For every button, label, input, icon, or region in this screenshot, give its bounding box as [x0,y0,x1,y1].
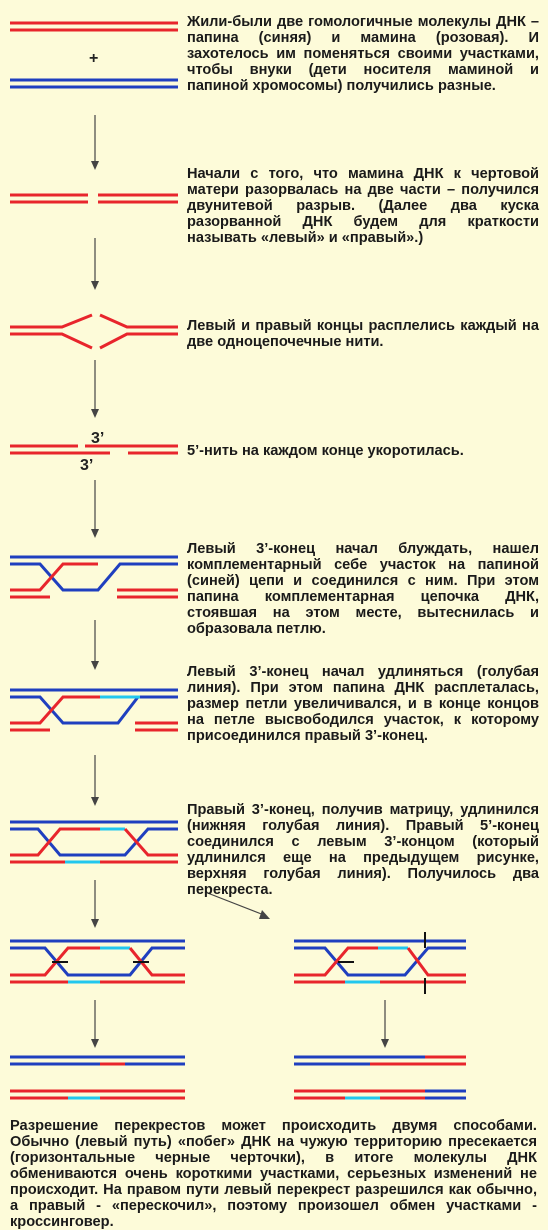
step-6-description: Левый 3’-конец начал удлиняться (голубая… [187,664,539,744]
step8-left-resolution [10,939,185,984]
conclusion-text: Разрешение перекрестов может происходить… [10,1118,537,1230]
three-prime-label-bottom: 3’ [80,457,93,474]
step-3-description: Левый и правый концы расплелись каждый н… [187,318,539,350]
step4-resected-ends [10,444,178,455]
step8-right-resolution [294,932,466,994]
step5-strand-invasion [10,555,178,599]
step7-double-junction [10,820,178,864]
step1-paternal-dna [10,78,178,89]
step-5-description: Левый 3’-конец начал блуждать, нашел ком… [187,541,539,637]
plus-sign: + [89,50,98,67]
result-crossover [294,1055,466,1100]
step2-broken-dna [10,193,178,204]
step-7-description: Правый 3’-конец, получив матрицу, удлини… [187,802,539,898]
step-4-description: 5’-нить на каждом конце укоротилась. [187,443,464,459]
step-1-description: Жили-были две гомологичные молекулы ДНК … [187,14,539,94]
result-noncrossover [10,1055,185,1100]
three-prime-label-top: 3’ [91,430,104,447]
flow-arrows [91,115,389,1048]
step3-unwound-ends [10,313,178,350]
step1-maternal-dna [10,21,178,32]
step6-extension [10,688,178,732]
step-2-description: Начали с того, что мамина ДНК к чертовой… [187,166,539,246]
